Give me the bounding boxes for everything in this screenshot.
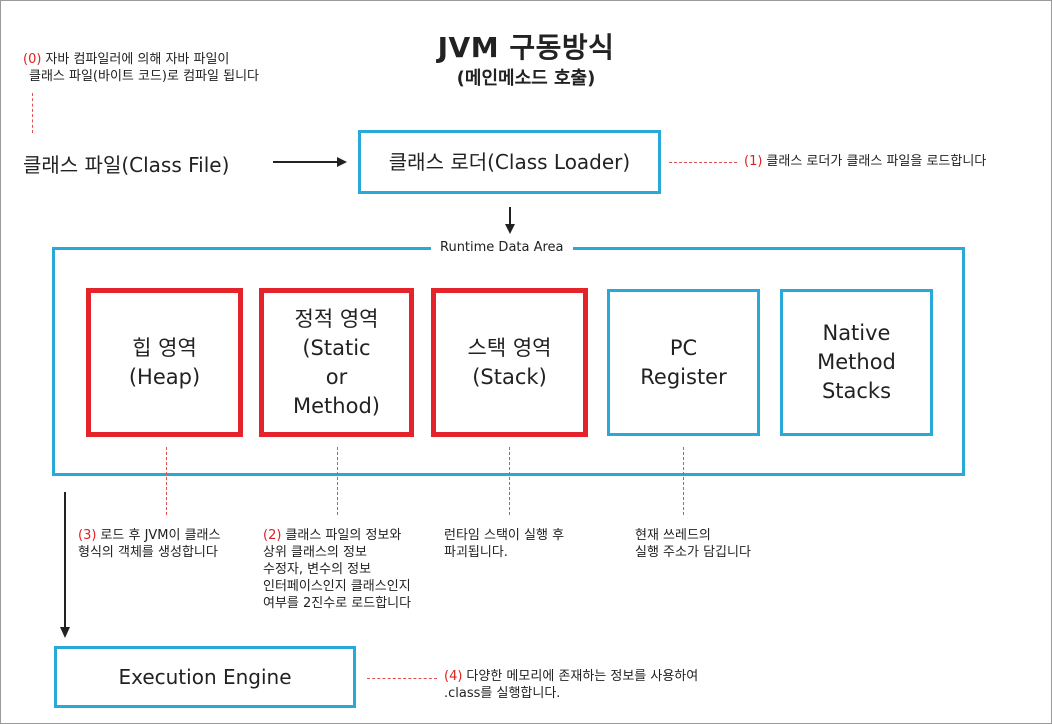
note-class-info: (2)클래스 파일의 정보와 상위 클래스의 정보 수정자, 변수의 정보 인터… bbox=[263, 527, 411, 612]
note-text: 수정자, 변수의 정보 bbox=[263, 562, 372, 577]
pc-label: PC bbox=[669, 335, 698, 360]
connector-dashed bbox=[367, 678, 437, 679]
note-create-object: (3)로드 후 JVM이 클래스 형식의 객체를 생성합니다 bbox=[78, 527, 220, 561]
note-text: 로드 후 JVM이 클래스 bbox=[100, 528, 221, 543]
connector-dashed bbox=[683, 447, 684, 515]
class-file-label: 클래스 파일(Class File) bbox=[23, 153, 230, 177]
note-text: 다양한 메모리에 존재하는 정보를 사용하여 bbox=[466, 669, 699, 684]
note-compile: (0)자바 컴파일러에 의해 자바 파일이 클래스 파일(바이트 코드)로 컴파… bbox=[23, 51, 259, 85]
note-number: (0) bbox=[23, 52, 42, 67]
runtime-data-area-label: Runtime Data Area bbox=[431, 240, 573, 255]
note-text: .class를 실행합니다. bbox=[444, 686, 561, 701]
heap-name: 힙 영역 bbox=[132, 335, 197, 360]
stack-english: (Stack) bbox=[472, 364, 547, 389]
note-text: 런타임 스택이 실행 후 bbox=[444, 528, 565, 543]
connector-dashed bbox=[509, 447, 510, 515]
note-stack: 런타임 스택이 실행 후 파괴됩니다. bbox=[444, 527, 564, 561]
note-text: 클래스 파일(바이트 코드)로 컴파일 됩니다 bbox=[29, 69, 259, 84]
stack-area: 스택 영역 (Stack) bbox=[431, 288, 588, 437]
note-number: (4) bbox=[444, 669, 463, 684]
static-method-area: 정적 영역 (Static or Method) bbox=[259, 288, 414, 437]
note-text: 여부를 2진수로 로드합니다 bbox=[263, 596, 412, 611]
pc-register-area: PC Register bbox=[607, 289, 760, 436]
static-or: or bbox=[325, 364, 348, 389]
native-label: Native bbox=[822, 321, 891, 345]
static-method: Method) bbox=[293, 393, 380, 418]
note-number: (2) bbox=[263, 528, 282, 543]
note-text: 파괴됩니다. bbox=[444, 545, 508, 560]
note-number: (1) bbox=[744, 154, 763, 169]
connector-dashed bbox=[669, 162, 737, 163]
diagram-subtitle: (메인메소드 호출) bbox=[456, 68, 596, 89]
execution-engine-label: Execution Engine bbox=[118, 664, 292, 689]
note-text: 상위 클래스의 정보 bbox=[263, 545, 367, 560]
class-loader-label: 클래스 로더(Class Loader) bbox=[388, 149, 631, 174]
note-class-loader: (1)클래스 로더가 클래스 파일을 로드합니다 bbox=[744, 153, 986, 170]
note-number: (3) bbox=[78, 528, 97, 543]
connector-dashed bbox=[32, 93, 33, 133]
stack-name: 스택 영역 bbox=[467, 335, 552, 360]
note-pc-register: 현재 쓰레드의 실행 주소가 담깁니다 bbox=[635, 527, 751, 561]
static-name: 정적 영역 bbox=[294, 306, 379, 331]
class-loader-box: 클래스 로더(Class Loader) bbox=[358, 130, 661, 194]
arrow-down-long bbox=[60, 492, 70, 638]
note-text: 실행 주소가 담깁니다 bbox=[635, 545, 751, 560]
note-execution: (4)다양한 메모리에 존재하는 정보를 사용하여 .class를 실행합니다. bbox=[444, 668, 698, 702]
execution-engine-box: Execution Engine bbox=[54, 646, 356, 708]
note-text: 자바 컴파일러에 의해 자바 파일이 bbox=[45, 52, 230, 67]
arrow-down bbox=[505, 207, 515, 234]
note-text: 클래스 로더가 클래스 파일을 로드합니다 bbox=[766, 154, 987, 169]
arrow-right bbox=[273, 157, 347, 167]
note-text: 클래스 파일의 정보와 bbox=[285, 528, 402, 543]
note-text: 현재 쓰레드의 bbox=[635, 528, 711, 543]
note-text: 인터페이스인지 클래스인지 bbox=[263, 579, 411, 594]
pc-register-label: Register bbox=[640, 364, 727, 389]
stacks-label: Stacks bbox=[821, 379, 892, 403]
note-text: 형식의 객체를 생성합니다 bbox=[78, 545, 218, 560]
heap-english: (Heap) bbox=[128, 364, 201, 389]
connector-dashed bbox=[166, 447, 167, 515]
heap-area: 힙 영역 (Heap) bbox=[86, 288, 243, 437]
diagram-title: JVM 구동방식 bbox=[437, 31, 615, 64]
native-method-stacks-area: Native Method Stacks bbox=[780, 289, 933, 436]
connector-dashed bbox=[337, 447, 338, 515]
static-english: (Static bbox=[302, 335, 371, 360]
method-label: Method bbox=[817, 350, 896, 374]
